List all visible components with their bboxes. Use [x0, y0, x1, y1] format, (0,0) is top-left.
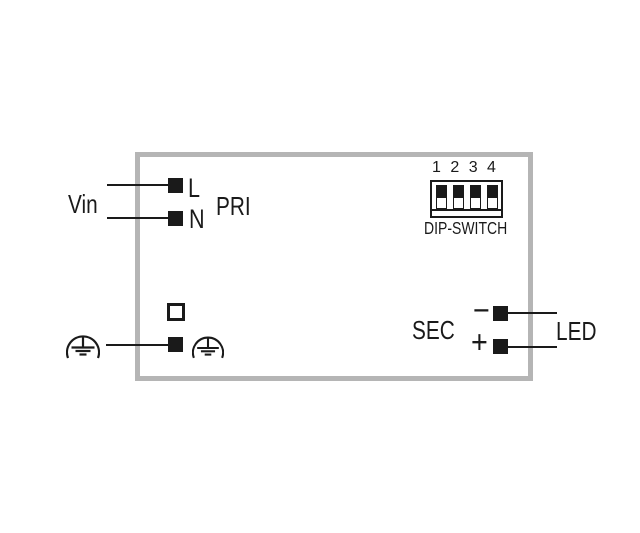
dip-switch-1-actuator: [437, 186, 446, 198]
earth-ground-icon: [192, 336, 224, 359]
dip-position-4-label: 4: [487, 159, 496, 176]
negative-output-terminal: [493, 306, 508, 321]
line-terminal: [168, 178, 183, 193]
neutral-terminal: [168, 211, 183, 226]
positive-output-terminal: [493, 339, 508, 354]
dip-switch-4-actuator: [488, 186, 497, 198]
dip-switch-2: [453, 185, 464, 209]
led-negative-wire: [508, 312, 557, 314]
dip-switch-1: [436, 185, 447, 209]
dip-switch-2-actuator: [454, 186, 463, 198]
dip-switch-label: DIP-SWITCH: [424, 218, 508, 238]
primary-section-label: PRI: [216, 191, 251, 221]
dip-switch-position-numbers: 1 2 3 4: [429, 160, 499, 176]
line-terminal-label: L: [188, 173, 201, 203]
ground-terminal: [168, 337, 183, 352]
line-wire: [107, 184, 168, 186]
dip-position-3-label: 3: [468, 159, 478, 176]
input-voltage-label: Vin: [68, 189, 98, 219]
earth-ground-icon: [66, 335, 100, 359]
negative-polarity-sign: −: [473, 292, 490, 328]
led-positive-wire: [508, 346, 557, 348]
dip-switch-3: [470, 185, 481, 209]
dip-switch-4: [487, 185, 498, 209]
secondary-section-label: SEC: [412, 315, 455, 345]
neutral-wire: [107, 217, 168, 219]
ground-wire: [106, 344, 168, 346]
dip-position-2-label: 2: [450, 159, 460, 176]
dip-switch-block: [430, 180, 503, 218]
dip-switch-base-strip: [432, 209, 501, 216]
positive-polarity-sign: +: [471, 324, 488, 360]
dip-switch-3-actuator: [471, 186, 480, 198]
dip-position-1-label: 1: [432, 159, 441, 176]
led-load-label: LED: [556, 316, 597, 346]
neutral-terminal-label: N: [189, 204, 205, 234]
unused-terminal: [167, 303, 185, 321]
